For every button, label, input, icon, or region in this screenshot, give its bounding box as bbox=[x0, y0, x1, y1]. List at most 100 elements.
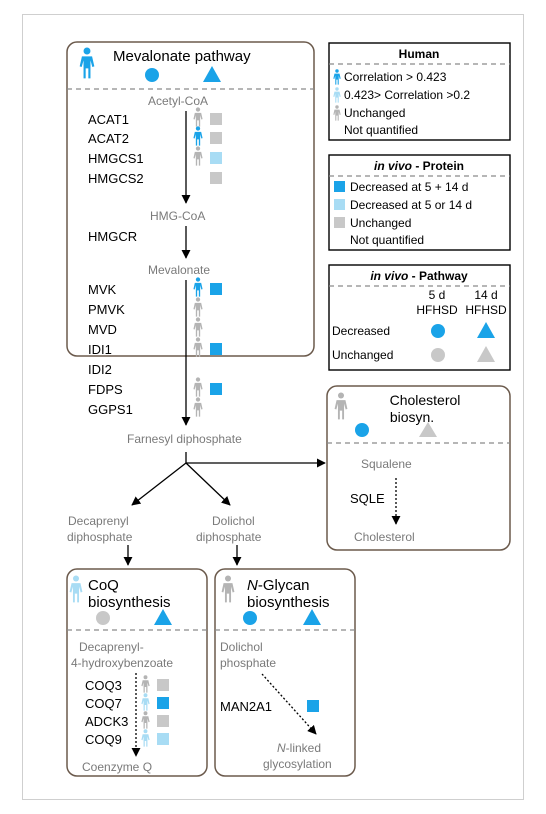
protein-square-gray bbox=[210, 132, 222, 144]
gene-label-pmvk: PMVK bbox=[88, 302, 125, 317]
gene-label-hmgcr: HMGCR bbox=[88, 229, 137, 244]
coq-title-1: CoQ bbox=[88, 577, 119, 594]
pathway-14d-triangle bbox=[203, 66, 221, 82]
protein-square-light-blue bbox=[334, 199, 345, 210]
man2a1-protein-square bbox=[307, 700, 319, 712]
protein-square-blue bbox=[157, 697, 169, 709]
coq-substrate-2: 4-hydroxybenzoate bbox=[71, 656, 173, 670]
decaprenyl-label-2: diphosphate bbox=[67, 530, 133, 544]
legend-pathway-col1-b: HFHSD bbox=[416, 303, 458, 317]
gene-label-hmgcs1: HMGCS1 bbox=[88, 151, 144, 166]
gene-label-ggps1: GGPS1 bbox=[88, 402, 133, 417]
human-icon-gray bbox=[193, 377, 203, 397]
legend-protein-item-1: Decreased at 5 + 14 d bbox=[350, 180, 468, 194]
human-icon-blue bbox=[79, 47, 95, 79]
nglycan-title-1: N-Glycan bbox=[247, 577, 310, 594]
human-icon-gray bbox=[193, 317, 203, 337]
human-icon-gray bbox=[334, 392, 348, 420]
human-icon-blue bbox=[333, 69, 341, 85]
human-icon-light-blue bbox=[141, 729, 150, 747]
pathway-decreased-triangle bbox=[477, 322, 495, 338]
gene-label-mvk: MVK bbox=[88, 282, 117, 297]
arrow-nglycan-pathway bbox=[261, 673, 317, 735]
nglycan-product-2: glycosylation bbox=[263, 757, 332, 771]
cholesterol-14d-triangle bbox=[419, 422, 437, 437]
gene-label-acat1: ACAT1 bbox=[88, 112, 129, 127]
gene-label-coq7: COQ7 bbox=[85, 696, 122, 711]
nglycan-14d-triangle bbox=[303, 609, 321, 625]
gene-label-hmgcs2: HMGCS2 bbox=[88, 171, 144, 186]
nglycan-box bbox=[214, 568, 356, 777]
protein-square-gray bbox=[334, 217, 345, 228]
squalene-label: Squalene bbox=[361, 457, 412, 471]
protein-square-blue bbox=[210, 343, 222, 355]
legend-pathway-col2-a: 14 d bbox=[474, 288, 497, 302]
human-icon-blue bbox=[193, 277, 203, 297]
gene-label-coq9: COQ9 bbox=[85, 732, 122, 747]
mevalonate-box bbox=[66, 41, 315, 357]
arrow-to-dolichol bbox=[185, 462, 231, 506]
legend-pathway-box bbox=[328, 264, 511, 371]
coq-title-2: biosynthesis bbox=[88, 594, 171, 611]
cholesterol-product-label: Cholesterol bbox=[354, 530, 415, 544]
protein-square-gray bbox=[210, 172, 222, 184]
legend-pathway-row1: Decreased bbox=[332, 324, 390, 338]
human-icon-blue bbox=[193, 126, 203, 146]
legend-pathway-row2: Unchanged bbox=[332, 348, 393, 362]
pathway-unchanged-triangle bbox=[477, 346, 495, 362]
protein-square-gray bbox=[157, 679, 169, 691]
man2a1-label: MAN2A1 bbox=[220, 699, 272, 714]
figure-frame bbox=[22, 14, 524, 800]
mevalonate-title: Mevalonate pathway bbox=[113, 48, 251, 65]
legend-protein-box bbox=[328, 154, 511, 251]
gene-label-idi2: IDI2 bbox=[88, 362, 112, 377]
mevalonate-gene-list: ACAT1ACAT2HMGCS1HMGCS2HMGCRMVKPMVKMVDIDI… bbox=[88, 107, 222, 417]
gene-label-adck3: ADCK3 bbox=[85, 714, 128, 729]
acetyl-coa-label: Acetyl-CoA bbox=[148, 94, 208, 108]
legend-protein-item-2: Decreased at 5 or 14 d bbox=[350, 198, 472, 212]
legend-protein-title: in vivo - Protein bbox=[374, 159, 464, 173]
legend-pathway-col1-a: 5 d bbox=[429, 288, 446, 302]
dolichol-label-1: Dolichol bbox=[212, 514, 255, 528]
legend-human-box bbox=[328, 42, 511, 141]
human-icon-gray bbox=[333, 105, 341, 121]
human-icon-gray bbox=[141, 675, 150, 693]
legend-human-item-3: Unchanged bbox=[344, 106, 405, 120]
pathway-decreased-circle bbox=[431, 324, 445, 338]
hmg-coa-label: HMG-CoA bbox=[150, 209, 205, 223]
pathway-unchanged-circle bbox=[431, 348, 445, 362]
decaprenyl-label-1: Decaprenyl bbox=[68, 514, 129, 528]
protein-square-blue bbox=[210, 383, 222, 395]
human-icon-gray bbox=[193, 397, 203, 417]
legend-human-title: Human bbox=[399, 47, 440, 61]
legend-pathway-col2-b: HFHSD bbox=[465, 303, 507, 317]
protein-square-gray bbox=[157, 715, 169, 727]
human-icon-gray bbox=[193, 146, 203, 166]
human-icon-light-blue bbox=[333, 87, 341, 103]
legend-pathway-title: in vivo - Pathway bbox=[370, 269, 468, 283]
gene-label-fdps: FDPS bbox=[88, 382, 123, 397]
farnesyl-label: Farnesyl diphosphate bbox=[127, 432, 242, 446]
nglycan-5d-circle bbox=[243, 611, 257, 625]
legend-human-item-4: Not quantified bbox=[344, 123, 418, 137]
human-icon-light-blue bbox=[69, 575, 83, 603]
sqle-label: SQLE bbox=[350, 491, 385, 506]
protein-square-light-blue bbox=[210, 152, 222, 164]
human-icon-gray bbox=[193, 297, 203, 317]
coq-substrate-1: Decaprenyl- bbox=[79, 640, 144, 654]
nglycan-product-1: N-linked bbox=[277, 741, 321, 755]
protein-square-gray bbox=[210, 113, 222, 125]
cholesterol-title-1: Cholesterol bbox=[390, 392, 461, 408]
nglycan-substrate-1: Dolichol bbox=[220, 640, 263, 654]
cholesterol-title-2: biosyn. bbox=[390, 409, 434, 425]
coq-5d-circle bbox=[96, 611, 110, 625]
pathway-5d-circle bbox=[145, 68, 159, 82]
gene-label-mvd: MVD bbox=[88, 322, 117, 337]
dolichol-label-2: diphosphate bbox=[196, 530, 262, 544]
coq-product-label: Coenzyme Q bbox=[82, 760, 152, 774]
legend-human-item-1: Correlation > 0.423 bbox=[344, 70, 447, 84]
human-icon-gray bbox=[221, 575, 235, 603]
mevalonate-label: Mevalonate bbox=[148, 263, 210, 277]
protein-square-blue bbox=[210, 283, 222, 295]
